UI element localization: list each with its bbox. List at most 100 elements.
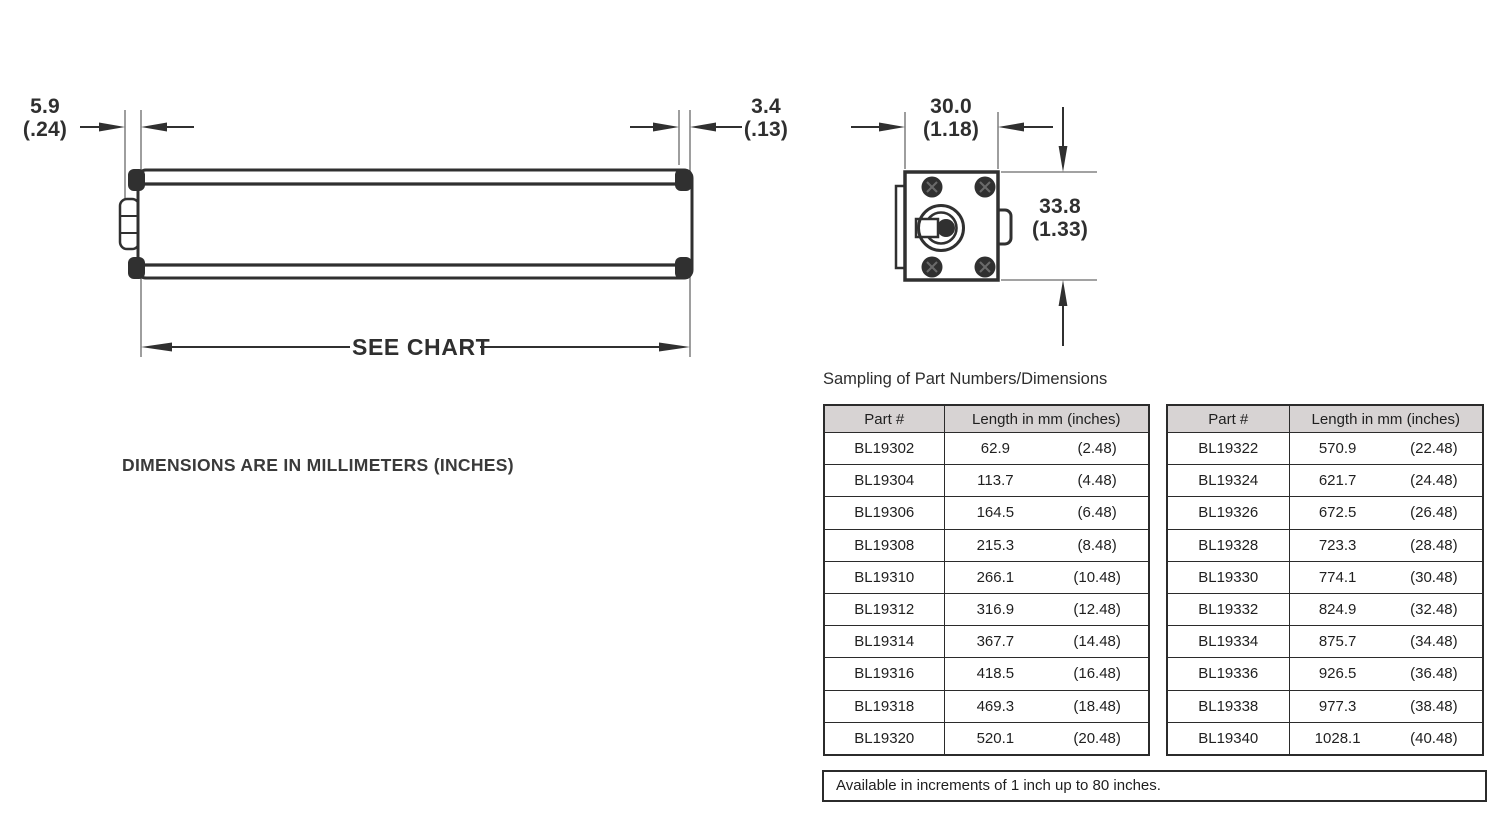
light-bar-body — [128, 168, 694, 280]
part-number-cell: BL19330 — [1166, 560, 1290, 594]
table-row: BL19308 215.3 (8.48) — [823, 528, 1150, 562]
length-cell: 570.9 (22.48) — [1288, 431, 1484, 466]
part-number-cell: BL19336 — [1166, 657, 1290, 691]
part-number-cell: BL19334 — [1166, 625, 1290, 659]
height-dimension-arrows — [1058, 107, 1068, 346]
length-mm: 367.7 — [976, 633, 1015, 651]
end-view-drawing — [851, 107, 1097, 346]
length-cell: 926.5 (36.48) — [1288, 657, 1484, 691]
part-number-cell: BL19314 — [823, 625, 945, 659]
units-note: DIMENSIONS ARE IN MILLIMETERS (INCHES) — [122, 455, 514, 475]
length-mm: 1028.1 — [1314, 729, 1361, 747]
length-cell: 215.3 (8.48) — [943, 528, 1150, 562]
length-cell: 774.1 (30.48) — [1288, 560, 1484, 594]
dimension-inches: (1.33) — [1031, 218, 1089, 241]
length-header: Length in mm (inches) — [1288, 404, 1484, 433]
length-cell: 520.1 (20.48) — [943, 721, 1150, 756]
length-inches: (32.48) — [1410, 601, 1458, 619]
length-inches: (38.48) — [1410, 697, 1458, 715]
table-row: BL19316 418.5 (16.48) — [823, 657, 1150, 691]
dimension-inches: (.24) — [22, 118, 68, 141]
technical-drawing — [80, 107, 1097, 357]
length-cell: 316.9 (12.48) — [943, 592, 1150, 627]
table-row: BL19326 672.5 (26.48) — [1166, 496, 1484, 530]
dimension-inches: (.13) — [743, 118, 789, 141]
table-row: BL19320 520.1 (20.48) — [823, 721, 1150, 756]
part-number-cell: BL19340 — [1166, 721, 1290, 756]
part-number-cell: BL19306 — [823, 496, 945, 530]
part-number-cell: BL19338 — [1166, 689, 1290, 723]
side-connector — [118, 197, 141, 251]
length-cell: 113.7 (4.48) — [943, 464, 1150, 498]
table-row: BL19304 113.7 (4.48) — [823, 464, 1150, 498]
length-mm: 621.7 — [1318, 472, 1357, 490]
width-dimension-arrows — [851, 122, 1053, 132]
length-mm: 215.3 — [976, 536, 1015, 554]
length-inches: (36.48) — [1410, 665, 1458, 683]
length-inches: (22.48) — [1410, 440, 1458, 458]
dimension-label-left: 5.9 (.24) — [14, 95, 76, 141]
table-row: BL19314 367.7 (14.48) — [823, 625, 1150, 659]
length-cell: 469.3 (18.48) — [943, 689, 1150, 723]
table-row: BL19322 570.9 (22.48) — [1166, 431, 1484, 466]
length-cell: 824.9 (32.48) — [1288, 592, 1484, 627]
table-header-row: Part # Length in mm (inches) — [823, 404, 1150, 433]
length-inches: (14.48) — [1073, 633, 1121, 651]
length-cell: 977.3 (38.48) — [1288, 689, 1484, 723]
length-cell: 672.5 (26.48) — [1288, 496, 1484, 530]
length-dimension-line — [141, 342, 690, 352]
length-inches: (16.48) — [1073, 665, 1121, 683]
length-cell: 875.7 (34.48) — [1288, 625, 1484, 659]
dimension-label-height: 33.8 (1.33) — [1020, 195, 1100, 241]
part-number-cell: BL19316 — [823, 657, 945, 691]
length-inches: (30.48) — [1410, 568, 1458, 586]
length-inches: (34.48) — [1410, 633, 1458, 651]
length-header: Length in mm (inches) — [943, 404, 1150, 433]
length-cell: 266.1 (10.48) — [943, 560, 1150, 594]
table-row: BL19328 723.3 (28.48) — [1166, 528, 1484, 562]
availability-note: Available in increments of 1 inch up to … — [822, 770, 1487, 802]
end-view-extension-lines — [904, 112, 1097, 281]
parts-table-right: Part # Length in mm (inches) BL19322 570… — [1166, 404, 1484, 756]
table-row: BL19312 316.9 (12.48) — [823, 592, 1150, 627]
dimension-right-arrows — [630, 122, 742, 132]
length-mm: 418.5 — [976, 665, 1015, 683]
table-row: BL19306 164.5 (6.48) — [823, 496, 1150, 530]
length-mm: 62.9 — [980, 440, 1010, 458]
table-row: BL19318 469.3 (18.48) — [823, 689, 1150, 723]
see-chart-label: SEE CHART — [352, 334, 491, 360]
length-inches: (28.48) — [1410, 536, 1458, 554]
table-title: Sampling of Part Numbers/Dimensions — [823, 370, 1108, 388]
dimension-label-width: 30.0 (1.18) — [913, 95, 989, 141]
part-number-cell: BL19312 — [823, 592, 945, 627]
length-mm: 875.7 — [1318, 633, 1357, 651]
length-inches: (4.48) — [1077, 472, 1117, 490]
part-number-cell: BL19324 — [1166, 464, 1290, 498]
length-mm: 570.9 — [1318, 440, 1357, 458]
length-mm: 316.9 — [976, 601, 1015, 619]
length-inches: (18.48) — [1073, 697, 1121, 715]
table-row: BL19330 774.1 (30.48) — [1166, 560, 1484, 594]
table-row: BL19332 824.9 (32.48) — [1166, 592, 1484, 627]
dimension-inches: (1.18) — [922, 118, 980, 141]
side-view-drawing — [80, 110, 742, 357]
part-number-cell: BL19304 — [823, 464, 945, 498]
part-number-cell: BL19322 — [1166, 431, 1290, 466]
table-header-row: Part # Length in mm (inches) — [1166, 404, 1484, 433]
part-number-cell: BL19328 — [1166, 528, 1290, 562]
length-mm: 977.3 — [1318, 697, 1357, 715]
table-row: BL19336 926.5 (36.48) — [1166, 657, 1484, 691]
dimension-left-arrows — [80, 122, 194, 132]
length-mm: 469.3 — [976, 697, 1015, 715]
length-inches: (12.48) — [1073, 601, 1121, 619]
length-inches: (20.48) — [1073, 729, 1121, 747]
length-mm: 266.1 — [976, 568, 1015, 586]
length-cell: 621.7 (24.48) — [1288, 464, 1484, 498]
length-inches: (24.48) — [1410, 472, 1458, 490]
length-inches: (10.48) — [1073, 568, 1121, 586]
table-row: BL19324 621.7 (24.48) — [1166, 464, 1484, 498]
corner-screws — [921, 176, 996, 278]
length-mm: 723.3 — [1318, 536, 1357, 554]
part-number-cell: BL19310 — [823, 560, 945, 594]
